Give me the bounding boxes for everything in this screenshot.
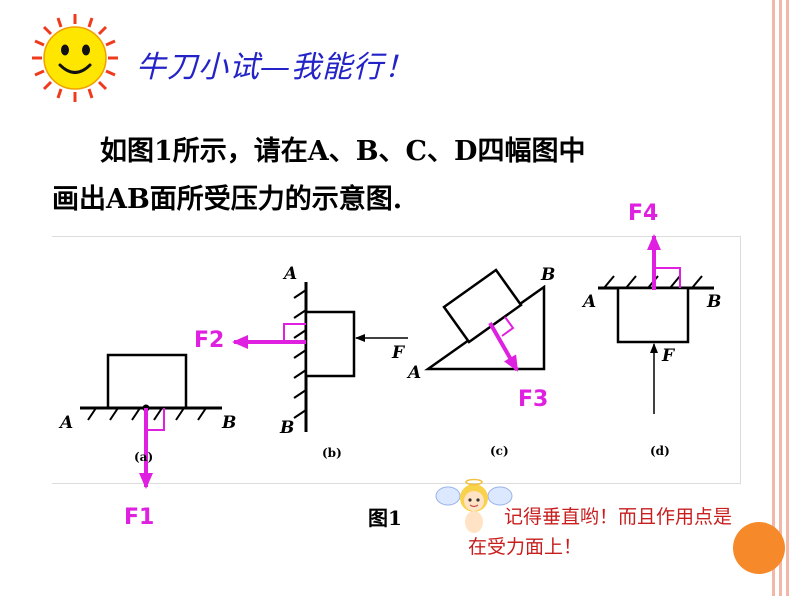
ceiling-hatch-d: [603, 275, 703, 289]
wall-hatch-b: [293, 289, 307, 419]
smiling-sun-icon: [32, 14, 118, 102]
cartoon-angel-icon: [435, 478, 513, 533]
right-angle-mark-c: [501, 316, 515, 337]
label-a-left: A: [58, 413, 73, 433]
subfigure-tag-d: (d): [650, 444, 670, 458]
question-line-1: 如图1所示，请在A、B、C、D四幅图中: [100, 136, 586, 167]
force-arrow-f3: [488, 322, 519, 372]
decorative-stripe: [786, 0, 789, 596]
ground-hatch-a: [87, 407, 207, 421]
force-label-f1: F1: [124, 505, 155, 530]
right-angle-mark-d: [654, 267, 681, 288]
label-c-right: B: [540, 265, 555, 285]
question-text: 如图1所示，请在A、B、C、D四幅图中 画出AB面所受压力的示意图.: [52, 128, 732, 224]
label-c-left: A: [406, 363, 421, 383]
decorative-stripe: [779, 0, 782, 596]
subfigure-b: A B F (b): [232, 264, 408, 460]
subfigure-tag-a: (a): [134, 450, 153, 464]
applied-force-label-b: F: [391, 343, 406, 363]
block-a: [106, 353, 188, 410]
figure-caption: 图1: [368, 506, 402, 530]
applied-force-label-d: F: [661, 346, 676, 366]
right-angle-mark-b: [283, 323, 306, 342]
label-d-left: A: [581, 292, 596, 312]
force-label-f4: F4: [628, 201, 659, 226]
question-line-2: 画出AB面所受压力的示意图.: [52, 184, 403, 215]
reminder-text: 记得垂直哟！而且作用点是在受力面上！: [468, 502, 744, 562]
label-a-right: B: [221, 413, 236, 433]
decorative-stripe: [772, 0, 775, 596]
right-angle-mark-a: [146, 408, 165, 431]
subfigure-a: A B (a): [58, 353, 236, 489]
subfigure-tag-b: (b): [322, 446, 342, 460]
orange-circle-badge-icon: [733, 522, 785, 574]
page-title: 牛刀小试—我能行！: [136, 50, 415, 85]
subfigure-tag-c: (c): [490, 444, 509, 458]
label-d-right: B: [706, 292, 721, 312]
label-b-top: A: [282, 264, 297, 284]
label-b-bottom: B: [279, 418, 294, 438]
subfigure-c: A B (c): [406, 265, 555, 458]
subfigure-d: A B F (d): [581, 234, 721, 458]
force-label-f2: F2: [194, 328, 225, 353]
reminder-text-content: 记得垂直哟！而且作用点是在受力面上！: [468, 506, 733, 558]
force-label-f3: F3: [518, 387, 549, 412]
block-c: [442, 268, 523, 344]
block-b: [304, 310, 356, 378]
block-d: [616, 286, 690, 344]
